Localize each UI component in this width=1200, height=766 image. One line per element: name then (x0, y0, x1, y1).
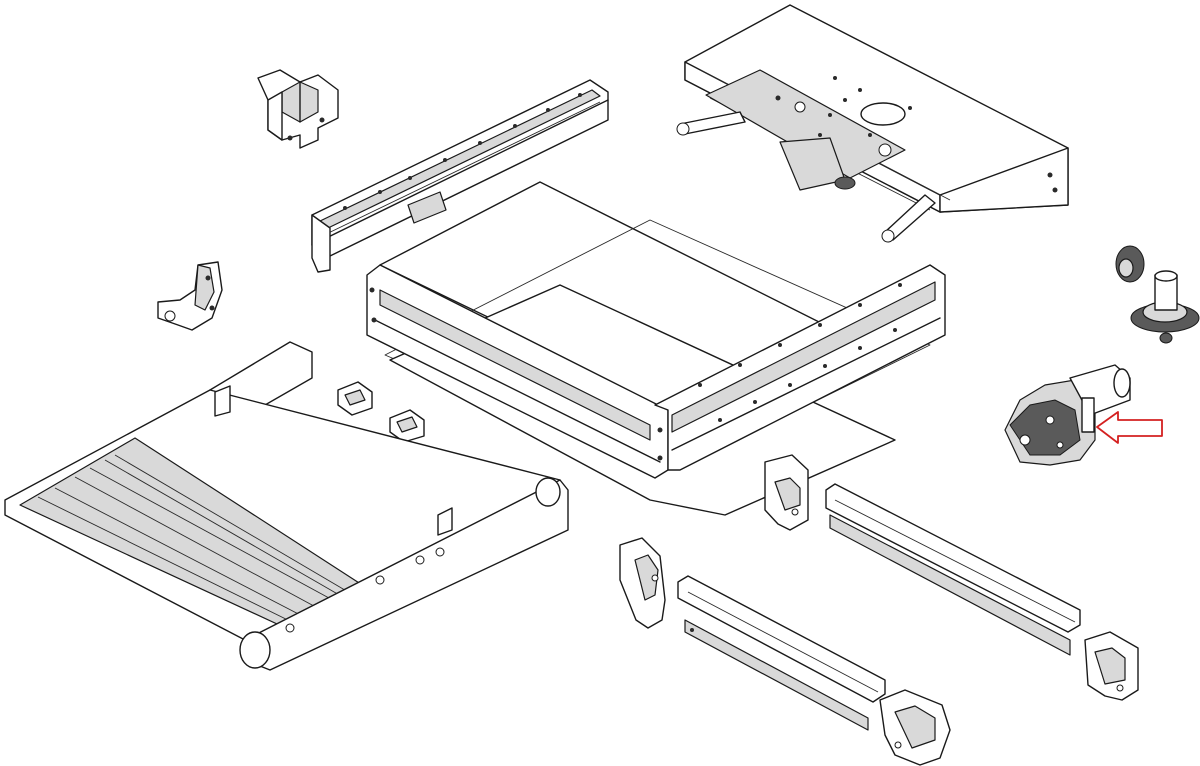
mounting-plate (676, 4, 1069, 243)
lower-right-rail-upper (825, 483, 1081, 656)
end-cap-bottom (879, 689, 951, 766)
retaining-clip-2 (389, 409, 425, 443)
motor-gearbox-unit (1004, 364, 1131, 466)
hinge-bracket (157, 261, 223, 331)
retaining-clip-1 (337, 381, 373, 416)
end-cap-top-left (764, 454, 809, 531)
step-tread-platform (4, 341, 569, 671)
gear-assembly (1115, 245, 1200, 344)
main-step-frame (366, 264, 946, 479)
upper-guide-rail (311, 79, 609, 273)
callout-arrow (1096, 411, 1163, 444)
lower-right-rail-lower (677, 575, 886, 731)
end-cap-right (1084, 631, 1139, 701)
upper-pivot-bracket (257, 69, 339, 149)
end-cap-mid-left (619, 537, 666, 629)
